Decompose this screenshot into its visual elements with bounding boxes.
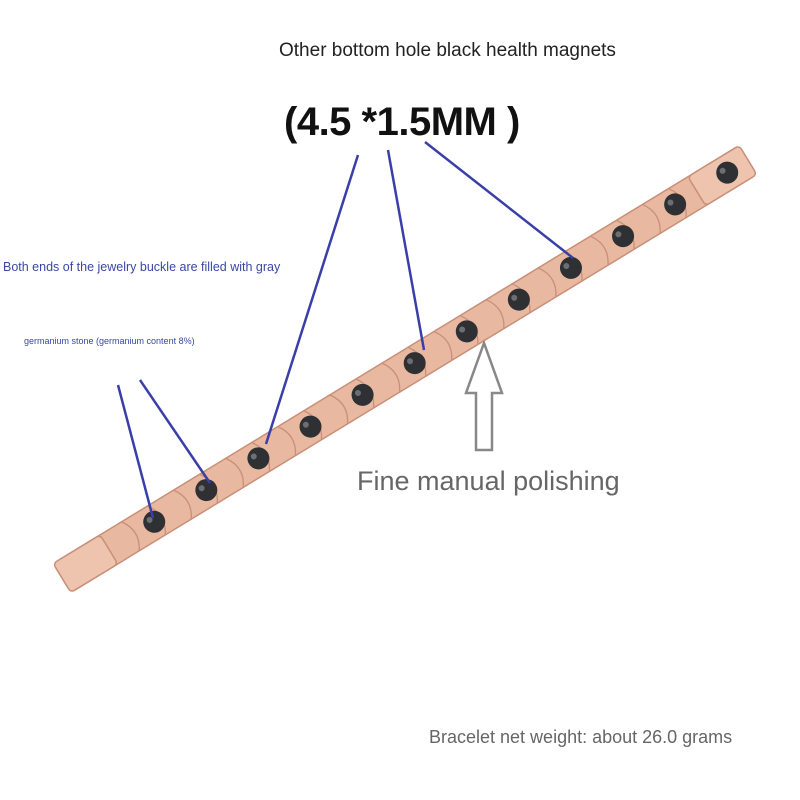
magnet-highlight	[511, 294, 518, 301]
magnet-highlight	[354, 389, 361, 396]
magnet	[403, 352, 426, 375]
link-joint	[485, 299, 505, 329]
magnet	[195, 479, 218, 502]
magnet-highlight	[250, 453, 257, 460]
link-joint	[121, 521, 140, 551]
magnet-highlight	[407, 358, 414, 365]
magnet-highlight	[615, 231, 622, 238]
link-joint	[668, 187, 687, 218]
magnet	[247, 447, 270, 470]
link-joint	[381, 362, 401, 393]
magnet-highlight	[719, 167, 726, 174]
link-joint	[173, 489, 192, 520]
buckle-note-label: Both ends of the jewelry buckle are fill…	[3, 260, 281, 274]
germanium-note-label: germanium stone (germanium content 8%)	[24, 336, 195, 346]
magnet-highlight	[667, 199, 674, 206]
clasp-left	[53, 535, 118, 592]
weight-label: Bracelet net weight: about 26.0 grams	[429, 727, 733, 747]
magnet-highlight	[146, 516, 153, 523]
link-joint	[225, 457, 245, 488]
link-joint	[590, 235, 609, 266]
magnet	[299, 415, 322, 438]
magnet-size-label: (4.5 *1.5MM )	[284, 100, 520, 144]
magnet	[143, 510, 166, 533]
link-joint	[329, 394, 349, 424]
magnet	[559, 256, 582, 279]
magnet-highlight	[459, 326, 466, 333]
magnet-highlight	[563, 263, 570, 270]
polishing-label: Fine manual polishing	[357, 466, 620, 496]
magnet	[455, 320, 478, 343]
title-label: Other bottom hole black health magnets	[279, 40, 616, 61]
link-joint	[642, 203, 661, 234]
magnet	[612, 225, 635, 248]
up-arrow-icon	[464, 339, 504, 452]
link-joint	[407, 346, 427, 377]
magnet-highlight	[198, 485, 205, 492]
annotation-line	[138, 379, 212, 484]
magnet-highlight	[302, 421, 309, 428]
magnet	[664, 193, 687, 216]
magnet	[716, 161, 739, 184]
magnet	[351, 383, 374, 406]
annotation-line	[386, 149, 426, 351]
magnet	[507, 288, 530, 311]
link-joint	[277, 426, 297, 456]
annotation-lines	[116, 141, 574, 519]
annotation-line	[264, 154, 360, 445]
annotation-line	[424, 141, 574, 259]
annotation-line	[116, 384, 155, 519]
bracelet	[53, 146, 757, 592]
link-joint	[433, 330, 453, 361]
bracelet-body	[53, 146, 757, 592]
link-joint	[537, 267, 557, 298]
